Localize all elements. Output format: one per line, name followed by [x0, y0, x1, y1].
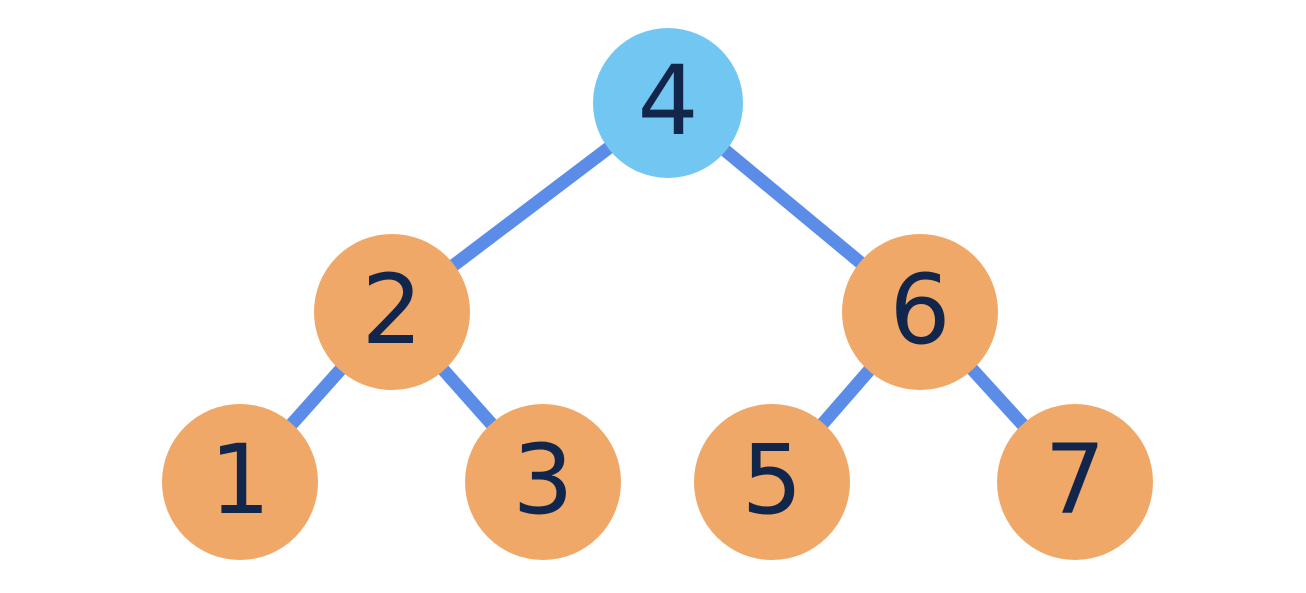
- node-circle-7[interactable]: [997, 404, 1153, 560]
- node-circle-6[interactable]: [842, 234, 998, 390]
- node-label-1: 1: [209, 424, 270, 536]
- tree-node-3[interactable]: 3: [465, 404, 621, 560]
- tree-node-1[interactable]: 1: [162, 404, 318, 560]
- tree-node-6[interactable]: 6: [842, 234, 998, 390]
- tree-node-4[interactable]: 4: [593, 28, 743, 178]
- node-circle-3[interactable]: [465, 404, 621, 560]
- node-label-3: 3: [512, 424, 573, 536]
- tree-node-5[interactable]: 5: [694, 404, 850, 560]
- node-layer: 4 2 6 1 3 5 7: [162, 28, 1153, 560]
- node-circle-2[interactable]: [314, 234, 470, 390]
- node-label-7: 7: [1044, 424, 1105, 536]
- node-label-5: 5: [741, 424, 802, 536]
- node-label-2: 2: [361, 254, 422, 366]
- node-circle-5[interactable]: [694, 404, 850, 560]
- node-label-4: 4: [637, 45, 698, 157]
- tree-node-7[interactable]: 7: [997, 404, 1153, 560]
- node-circle-4[interactable]: [593, 28, 743, 178]
- tree-node-2[interactable]: 2: [314, 234, 470, 390]
- node-label-6: 6: [889, 254, 950, 366]
- node-circle-1[interactable]: [162, 404, 318, 560]
